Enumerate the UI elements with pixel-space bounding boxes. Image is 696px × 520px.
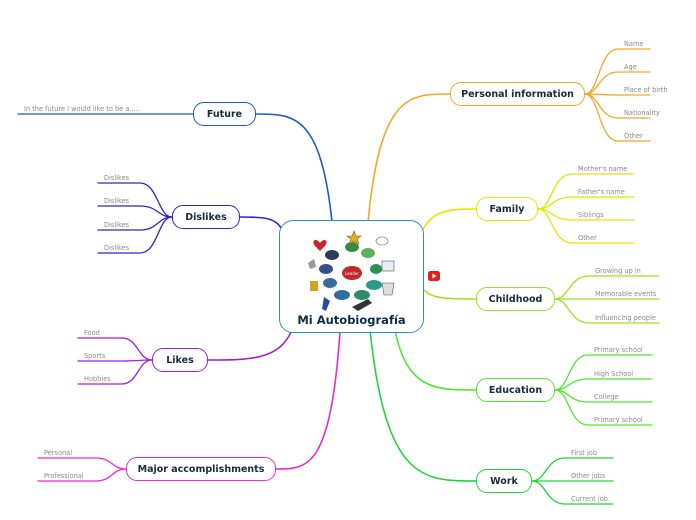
branch-line bbox=[394, 329, 477, 391]
dislikes-item[interactable]: Dislikes bbox=[104, 197, 130, 205]
branch-line bbox=[423, 289, 477, 300]
family-item[interactable]: Father's name bbox=[578, 188, 625, 196]
leaf-line bbox=[584, 48, 651, 95]
person-icon bbox=[310, 281, 318, 291]
family-item[interactable]: Siblings bbox=[578, 211, 604, 219]
personal-item[interactable]: Nationality bbox=[624, 109, 660, 117]
speech-bubble-icon bbox=[375, 236, 389, 246]
youtube-play-icon bbox=[432, 273, 437, 279]
topic-education[interactable]: Education bbox=[476, 378, 555, 402]
topic-childhood[interactable]: Childhood bbox=[476, 287, 555, 311]
accomplishments-item[interactable]: Personal bbox=[44, 449, 73, 457]
family-item[interactable]: Mother's name bbox=[578, 165, 628, 173]
collage-bubble bbox=[345, 242, 359, 252]
dislikes-item[interactable]: Dislikes bbox=[104, 174, 130, 182]
leaf-line bbox=[584, 93, 651, 96]
branch-line bbox=[369, 329, 477, 482]
leaf-line bbox=[554, 275, 660, 300]
branch-line bbox=[414, 208, 477, 253]
work-item[interactable]: Other jobs bbox=[571, 472, 606, 480]
topic-likes[interactable]: Likes bbox=[152, 348, 208, 372]
collage-center-label: Leader bbox=[345, 271, 359, 276]
childhood-item[interactable]: Influencing people bbox=[595, 314, 656, 322]
collage-bubble bbox=[361, 248, 375, 258]
collage-center-bubble bbox=[342, 266, 362, 280]
collage-bubble bbox=[334, 290, 350, 300]
topic-work[interactable]: Work bbox=[476, 469, 532, 493]
childhood-item[interactable]: Memorable events bbox=[595, 290, 657, 298]
likes-item[interactable]: Food bbox=[84, 329, 100, 337]
personal-item[interactable]: Other bbox=[624, 132, 643, 140]
leaf-line bbox=[531, 457, 614, 482]
work-item[interactable]: First job bbox=[571, 449, 598, 457]
branch-line bbox=[367, 93, 451, 223]
education-item[interactable]: Primary school bbox=[594, 346, 643, 354]
chart-icon bbox=[381, 260, 395, 272]
leaf-line bbox=[77, 359, 153, 362]
people-icon bbox=[381, 282, 395, 296]
leaf-line bbox=[554, 354, 653, 391]
leaf-line bbox=[97, 182, 173, 218]
topic-family[interactable]: Family bbox=[476, 197, 538, 221]
dislikes-item[interactable]: Dislikes bbox=[104, 221, 130, 229]
personal-item[interactable]: Place of birth bbox=[624, 86, 668, 94]
collage-bubble bbox=[370, 264, 382, 274]
childhood-item[interactable]: Growing up in bbox=[595, 267, 641, 275]
future-item[interactable]: In the future I would like to be a..... bbox=[24, 105, 140, 113]
collage-bubble bbox=[366, 280, 382, 290]
likes-item[interactable]: Hobbies bbox=[84, 375, 111, 383]
collage-bubble bbox=[354, 290, 370, 300]
collage-bubble bbox=[323, 278, 337, 288]
collage-bubble bbox=[319, 264, 333, 274]
central-title: Mi Autobiografía bbox=[297, 313, 406, 327]
leaf-line bbox=[554, 378, 653, 391]
connector-lines bbox=[17, 48, 660, 505]
personal-item[interactable]: Age bbox=[624, 63, 637, 71]
education-item[interactable]: Primary school bbox=[594, 416, 643, 424]
tools-icon bbox=[308, 259, 316, 269]
leaf-line bbox=[37, 457, 127, 470]
leaf-line bbox=[584, 93, 651, 142]
leaf-line bbox=[77, 337, 153, 361]
accomplishments-item[interactable]: Professional bbox=[44, 472, 84, 480]
leaf-line bbox=[37, 468, 127, 482]
leaf-line bbox=[97, 216, 173, 254]
topic-future[interactable]: Future bbox=[193, 102, 256, 126]
leaf-line bbox=[554, 389, 653, 426]
plane-icon bbox=[352, 299, 372, 311]
star-icon bbox=[346, 230, 362, 245]
family-item[interactable]: Other bbox=[578, 234, 597, 242]
topic-accomplishments[interactable]: Major accomplishments bbox=[126, 457, 276, 481]
leaf-line bbox=[531, 480, 614, 505]
leaf-line bbox=[554, 298, 660, 324]
leaf-line bbox=[77, 359, 153, 385]
leaf-line bbox=[97, 205, 173, 218]
topic-dislikes[interactable]: Dislikes bbox=[172, 205, 240, 229]
education-item[interactable]: College bbox=[594, 393, 619, 401]
youtube-icon[interactable] bbox=[428, 271, 440, 281]
education-item[interactable]: High School bbox=[594, 370, 634, 378]
branch-line bbox=[239, 216, 282, 229]
central-topic[interactable]: Leader Mi Autobiografía bbox=[279, 220, 424, 333]
work-item[interactable]: Current job bbox=[571, 495, 608, 503]
personal-item[interactable]: Name bbox=[624, 40, 644, 48]
collage-bubble bbox=[325, 250, 339, 260]
dislikes-item[interactable]: Dislikes bbox=[104, 244, 130, 252]
leaf-line bbox=[537, 208, 635, 244]
branch-line bbox=[207, 329, 293, 361]
leaf-line bbox=[537, 196, 635, 210]
topic-personal[interactable]: Personal information bbox=[450, 82, 585, 106]
branch-line bbox=[255, 113, 333, 223]
leaf-line bbox=[584, 71, 651, 95]
figure-icon bbox=[322, 297, 330, 311]
likes-item[interactable]: Sports bbox=[84, 352, 106, 360]
heart-icon bbox=[313, 240, 327, 251]
central-collage-image: Leader bbox=[308, 230, 395, 311]
branch-line bbox=[275, 331, 341, 470]
